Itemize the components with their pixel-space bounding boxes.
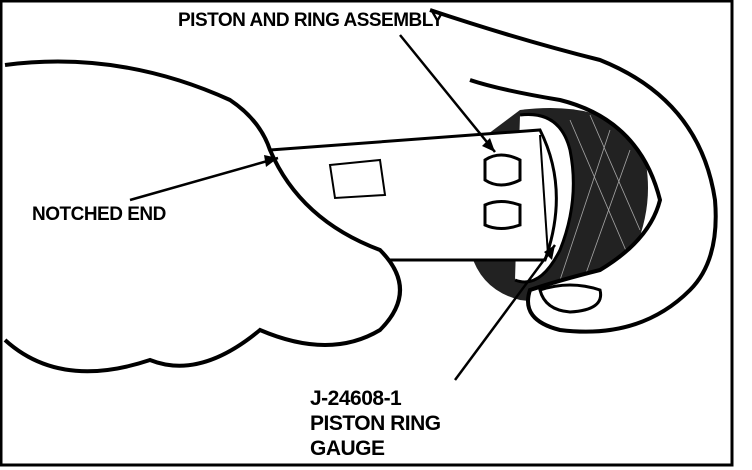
- left-hand: [3, 59, 402, 374]
- right-hand: [429, 8, 718, 334]
- label-piston-and-ring-assembly: PISTON AND RING ASSEMBLY: [178, 10, 444, 31]
- gauge-name-line1: PISTON RING: [310, 412, 441, 435]
- label-piston-ring-gauge: J-24608-1 PISTON RING GAUGE: [310, 386, 441, 461]
- gauge-name-line2: GAUGE: [310, 437, 385, 460]
- frame: [0, 0, 734, 467]
- gauge-part-number: J-24608-1: [310, 387, 402, 410]
- label-notched-end: NOTCHED END: [32, 204, 166, 225]
- leader-lines: [129, 34, 557, 381]
